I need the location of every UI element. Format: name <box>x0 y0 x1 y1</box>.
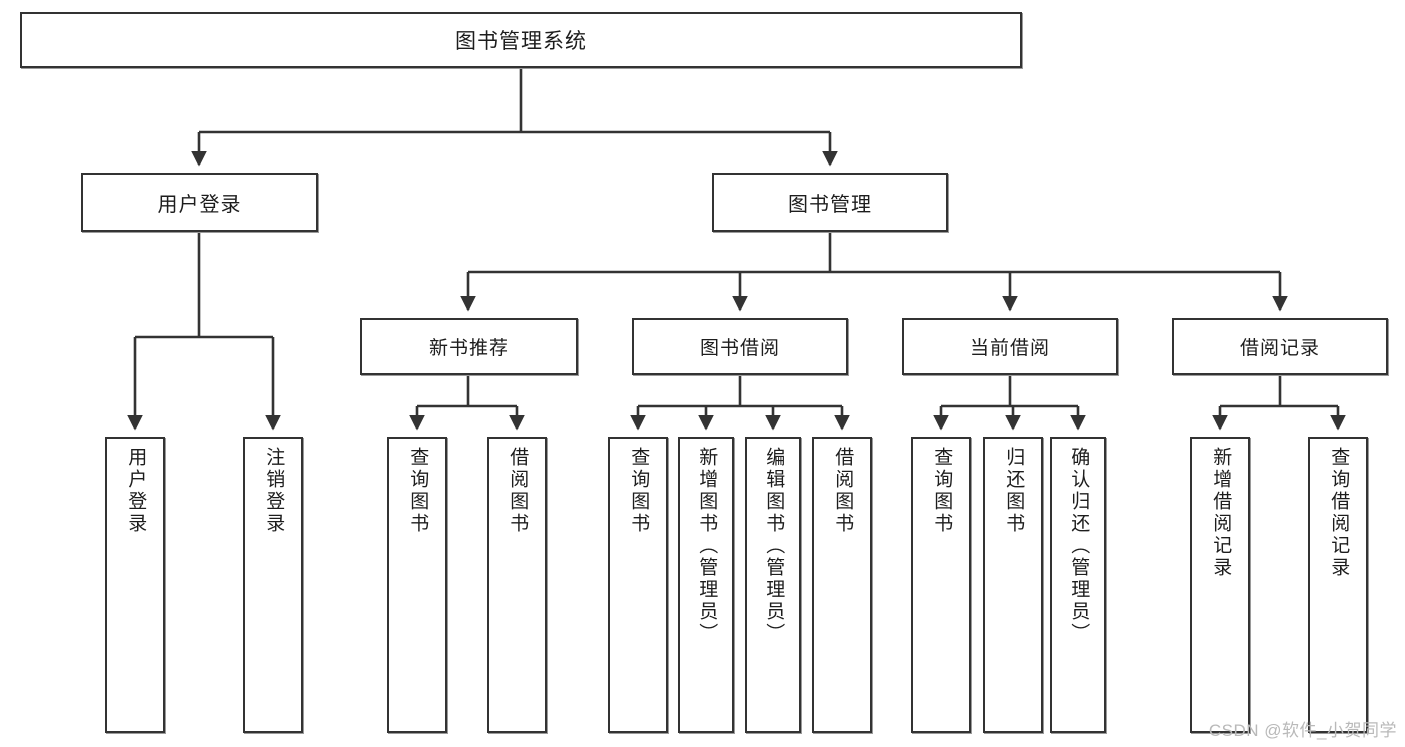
node-book-manage[interactable]: 图书管理 <box>712 173 948 232</box>
leaf-borrow-book-1[interactable]: 借阅图书 <box>487 437 547 733</box>
node-new-book-recommend[interactable]: 新书推荐 <box>360 318 578 375</box>
leaf-user-login[interactable]: 用户登录 <box>105 437 165 733</box>
leaf-user-login-label: 用户登录 <box>125 447 147 535</box>
node-book-borrow[interactable]: 图书借阅 <box>632 318 848 375</box>
leaf-add-record-label: 新增借阅记录 <box>1210 447 1232 579</box>
leaf-logout-login-label: 注销登录 <box>263 447 285 535</box>
node-user-login[interactable]: 用户登录 <box>81 173 318 232</box>
node-borrow-record-label: 借阅记录 <box>1239 338 1320 359</box>
leaf-borrow-book-2-label: 借阅图书 <box>832 447 854 535</box>
leaf-add-record[interactable]: 新增借阅记录 <box>1190 437 1250 733</box>
node-root[interactable]: 图书管理系统 <box>20 12 1022 68</box>
leaf-borrow-book-1-label: 借阅图书 <box>507 447 529 535</box>
csdn-watermark: CSDN @软件_小贺同学 <box>1208 721 1397 740</box>
leaf-query-book-3[interactable]: 查询图书 <box>911 437 971 733</box>
node-new-book-recommend-label: 新书推荐 <box>428 338 509 359</box>
leaf-confirm-return-label: 确认归还（管理员） <box>1068 447 1090 645</box>
leaf-query-book-3-label: 查询图书 <box>931 447 953 535</box>
node-root-label: 图书管理系统 <box>455 30 587 53</box>
leaf-add-book-label: 新增图书（管理员） <box>696 447 718 645</box>
node-current-borrow[interactable]: 当前借阅 <box>902 318 1118 375</box>
leaf-return-book-label: 归还图书 <box>1003 447 1025 535</box>
leaf-query-book-1-label: 查询图书 <box>407 447 429 535</box>
node-book-manage-label: 图书管理 <box>788 194 872 216</box>
leaf-return-book[interactable]: 归还图书 <box>983 437 1043 733</box>
leaf-borrow-book-2[interactable]: 借阅图书 <box>812 437 872 733</box>
leaf-query-book-2[interactable]: 查询图书 <box>608 437 668 733</box>
leaf-logout-login[interactable]: 注销登录 <box>243 437 303 733</box>
leaf-query-book-2-label: 查询图书 <box>628 447 650 535</box>
node-book-borrow-label: 图书借阅 <box>699 338 780 359</box>
leaf-add-book[interactable]: 新增图书（管理员） <box>678 437 734 733</box>
leaf-query-record[interactable]: 查询借阅记录 <box>1308 437 1368 733</box>
leaf-edit-book[interactable]: 编辑图书（管理员） <box>745 437 801 733</box>
leaf-edit-book-label: 编辑图书（管理员） <box>763 447 785 645</box>
leaf-query-record-label: 查询借阅记录 <box>1328 447 1350 579</box>
node-current-borrow-label: 当前借阅 <box>969 338 1050 359</box>
node-user-login-label: 用户登录 <box>157 194 242 216</box>
node-borrow-record[interactable]: 借阅记录 <box>1172 318 1388 375</box>
leaf-query-book-1[interactable]: 查询图书 <box>387 437 447 733</box>
leaf-confirm-return[interactable]: 确认归还（管理员） <box>1050 437 1106 733</box>
